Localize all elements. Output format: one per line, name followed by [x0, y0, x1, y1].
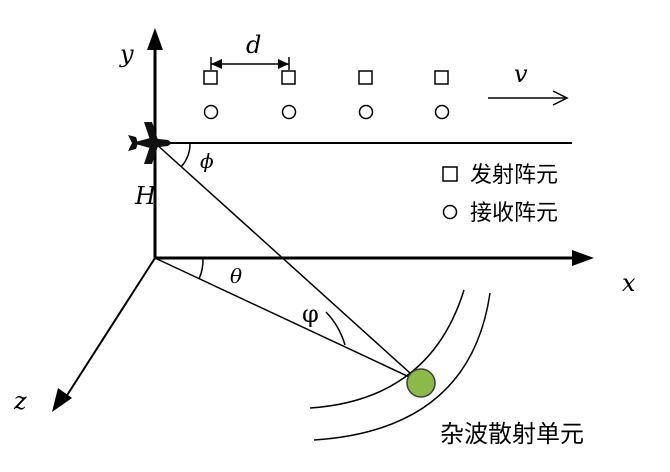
scatter-unit-label: 杂波散射单元 — [440, 420, 584, 448]
varphi-label: φ — [302, 300, 319, 328]
transmit-element — [281, 70, 296, 85]
range-ring-outer — [313, 292, 491, 441]
velocity-label: v — [514, 60, 528, 88]
z-axis-label: z — [13, 387, 27, 415]
transmit-element — [203, 70, 218, 85]
x-axis-label: x — [622, 269, 636, 297]
slant-range-line — [154, 142, 421, 383]
legend-receive-label: 接收阵元 — [470, 201, 558, 226]
theta-label: θ — [230, 264, 242, 288]
z-axis — [63, 257, 156, 401]
receive-element — [434, 104, 450, 120]
x-axis-arrowhead — [572, 250, 594, 266]
y-axis-arrowhead — [147, 28, 163, 50]
velocity-arrowhead — [552, 90, 569, 106]
legend-receive-symbol — [442, 204, 458, 220]
transmit-element — [434, 70, 449, 85]
receive-element — [281, 104, 297, 120]
range-ring-inner — [309, 289, 465, 409]
receive-element — [358, 104, 374, 120]
legend-transmit-symbol — [442, 166, 458, 182]
y-axis-label: y — [119, 40, 134, 68]
spacing-arrow-left — [211, 59, 222, 69]
receive-element — [203, 104, 219, 120]
height-label: H — [134, 182, 157, 210]
phi-angle-arc — [180, 142, 191, 168]
legend-transmit-label: 发射阵元 — [470, 163, 558, 188]
spacing-arrow-right — [278, 59, 289, 69]
z-axis-arrowhead — [52, 388, 72, 412]
theta-angle-arc — [198, 257, 204, 280]
clutter-scatter-unit — [406, 368, 436, 398]
aircraft-icon — [128, 122, 172, 164]
spacing-label: d — [246, 31, 261, 59]
transmit-element — [358, 70, 373, 85]
varphi-angle-arc — [325, 311, 346, 346]
ground-range-line — [154, 257, 421, 383]
phi-label: ϕ — [200, 149, 214, 173]
